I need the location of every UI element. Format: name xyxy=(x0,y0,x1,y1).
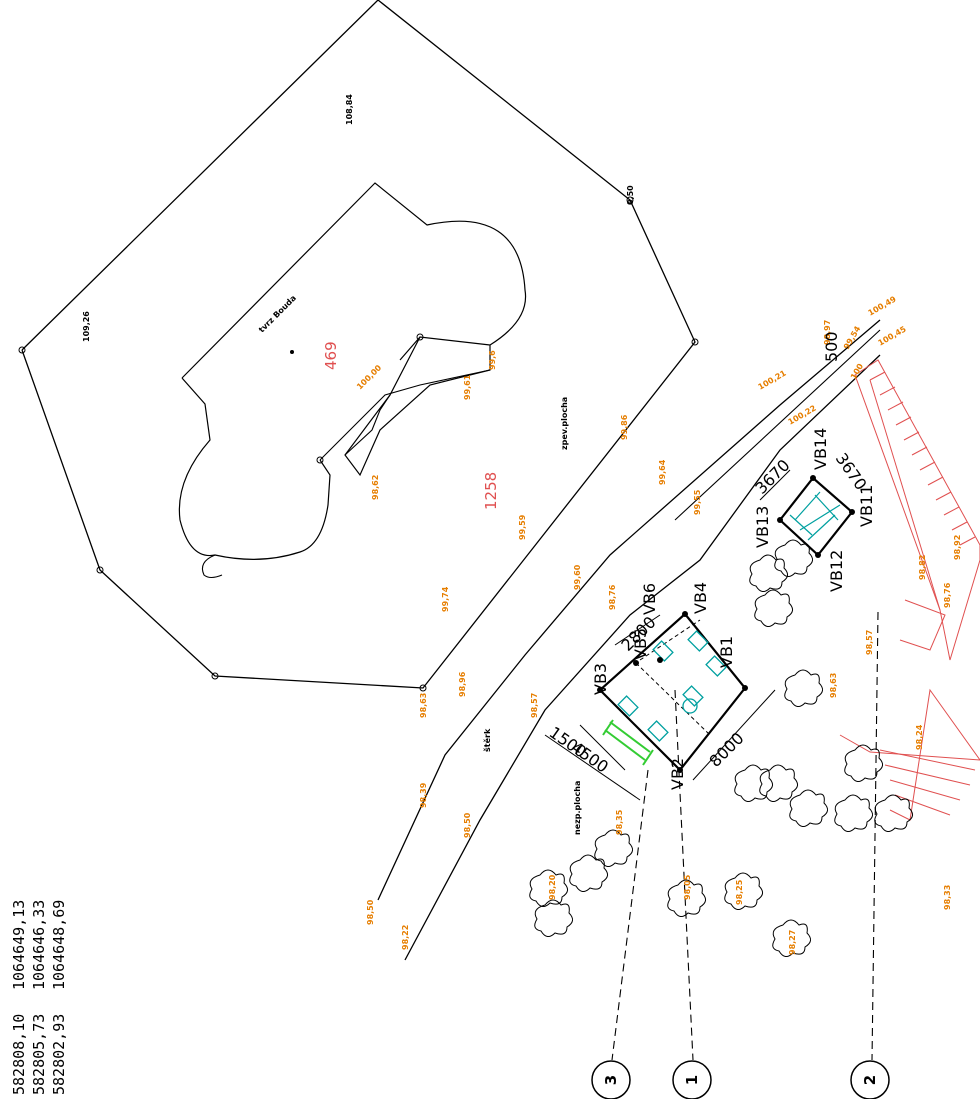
svg-text:98,25: 98,25 xyxy=(735,879,744,905)
svg-text:98,76: 98,76 xyxy=(608,584,617,610)
axis-bubble-1: 1 xyxy=(672,1060,712,1099)
svg-text:98,92: 98,92 xyxy=(953,535,962,560)
height-100-label: 100,00 xyxy=(355,363,383,391)
coord-row-2-x: 582805,73 xyxy=(30,1014,48,1095)
point-vb3: VB3 xyxy=(591,663,610,695)
red-hatched-strip xyxy=(839,359,980,821)
point-vb6: VB6 xyxy=(640,583,659,615)
coord-row-3-y: 1064648,69 xyxy=(50,900,68,990)
svg-text:98,82: 98,82 xyxy=(918,555,927,580)
svg-text:99,64: 99,64 xyxy=(658,459,667,485)
point-vb14: VB14 xyxy=(811,428,830,470)
fort-center-marker xyxy=(290,350,294,354)
point-vb2: VB2 xyxy=(668,758,687,790)
svg-text:98,39: 98,39 xyxy=(419,782,428,808)
point-vb4: VB4 xyxy=(691,582,710,614)
point-vb5: VB5 xyxy=(631,628,650,660)
coord-row-2-y: 1064646,33 xyxy=(30,900,48,990)
parcel-1258-label: 1258 xyxy=(482,472,500,510)
main-building xyxy=(597,611,748,773)
outer-boundary xyxy=(21,0,696,689)
survey-height-marks: 108,84 109,26 0,50 99,86 99,6 99,61 98,6… xyxy=(82,94,962,955)
fort-inner-wall-2 xyxy=(344,394,391,456)
svg-text:98,76: 98,76 xyxy=(943,582,952,608)
trees xyxy=(529,539,913,957)
svg-text:98,57: 98,57 xyxy=(530,693,539,718)
paved-area-label: zpev.plocha xyxy=(560,397,569,450)
svg-text:100,45: 100,45 xyxy=(877,324,909,347)
axis-bubble-2: 2 xyxy=(850,1060,890,1099)
svg-text:98,35: 98,35 xyxy=(615,809,624,835)
svg-text:108,84: 108,84 xyxy=(345,94,354,125)
svg-text:100,22: 100,22 xyxy=(787,404,818,427)
parcel-469-label: 469 xyxy=(322,341,340,370)
svg-text:98,33: 98,33 xyxy=(943,885,952,910)
svg-text:98,50: 98,50 xyxy=(463,812,472,838)
svg-text:99,55: 99,55 xyxy=(693,489,702,515)
svg-text:98,50: 98,50 xyxy=(366,899,375,925)
svg-text:99,86: 99,86 xyxy=(620,414,629,440)
svg-text:98,96: 98,96 xyxy=(458,671,467,697)
green-element xyxy=(602,719,654,766)
dim-3670: 3670 xyxy=(751,456,793,498)
point-vb13: VB13 xyxy=(753,506,772,548)
point-vb11: VB11 xyxy=(857,485,876,527)
fort-notch xyxy=(201,554,223,579)
fort-outline xyxy=(178,182,527,560)
svg-text:98,05: 98,05 xyxy=(683,874,692,900)
unpaved-area-label: nezp.plocha xyxy=(573,781,582,835)
axis-label-2: 2 xyxy=(861,1075,879,1085)
coordinates-table: 582808,10 1064649,13 582805,73 1064646,3… xyxy=(10,900,68,1095)
svg-text:99,59: 99,59 xyxy=(518,514,527,540)
axis-label-1: 1 xyxy=(683,1075,701,1085)
road-edge-right xyxy=(404,354,881,961)
boundary-markers xyxy=(18,196,699,692)
dim-500: 500 xyxy=(822,331,841,362)
road-edge-left xyxy=(377,319,881,901)
coord-row-1-y: 1064649,13 xyxy=(10,900,28,990)
svg-text:98,24: 98,24 xyxy=(915,724,924,750)
gravel-label: štěrk xyxy=(482,728,492,752)
svg-text:0,50: 0,50 xyxy=(626,185,635,205)
svg-text:98,22: 98,22 xyxy=(401,925,410,950)
coord-row-3-x: 582802,93 xyxy=(50,1014,68,1095)
dimension-lines xyxy=(544,469,791,801)
svg-text:99,6: 99,6 xyxy=(488,350,497,370)
svg-text:98,20: 98,20 xyxy=(548,874,557,900)
axis-bubble-3: 3 xyxy=(591,1060,631,1099)
road-edge-far xyxy=(674,329,881,521)
svg-text:98,97: 98,97 xyxy=(823,320,832,345)
svg-text:99,74: 99,74 xyxy=(441,586,450,612)
point-vb12: VB12 xyxy=(827,550,846,592)
point-vb1: VB1 xyxy=(717,636,736,668)
axis-label-3: 3 xyxy=(602,1075,620,1085)
svg-text:98,27: 98,27 xyxy=(788,930,797,955)
dim-8000: 8000 xyxy=(705,729,747,771)
svg-text:100,49: 100,49 xyxy=(867,294,899,317)
svg-text:98,62: 98,62 xyxy=(371,475,380,500)
fort-inner-wall xyxy=(319,369,491,461)
svg-text:109,26: 109,26 xyxy=(82,311,91,342)
svg-text:99,61: 99,61 xyxy=(463,374,472,400)
svg-text:98,63: 98,63 xyxy=(419,693,428,718)
small-building xyxy=(777,475,855,558)
svg-text:99,60: 99,60 xyxy=(573,564,582,590)
svg-text:98,63: 98,63 xyxy=(829,673,838,698)
grid-axis-lines xyxy=(611,611,879,1061)
svg-text:100,21: 100,21 xyxy=(757,368,789,391)
fort-name-label: tvrz Bouda xyxy=(257,294,298,335)
coord-row-1-x: 582808,10 xyxy=(10,1014,28,1095)
svg-text:98,57: 98,57 xyxy=(865,630,874,655)
